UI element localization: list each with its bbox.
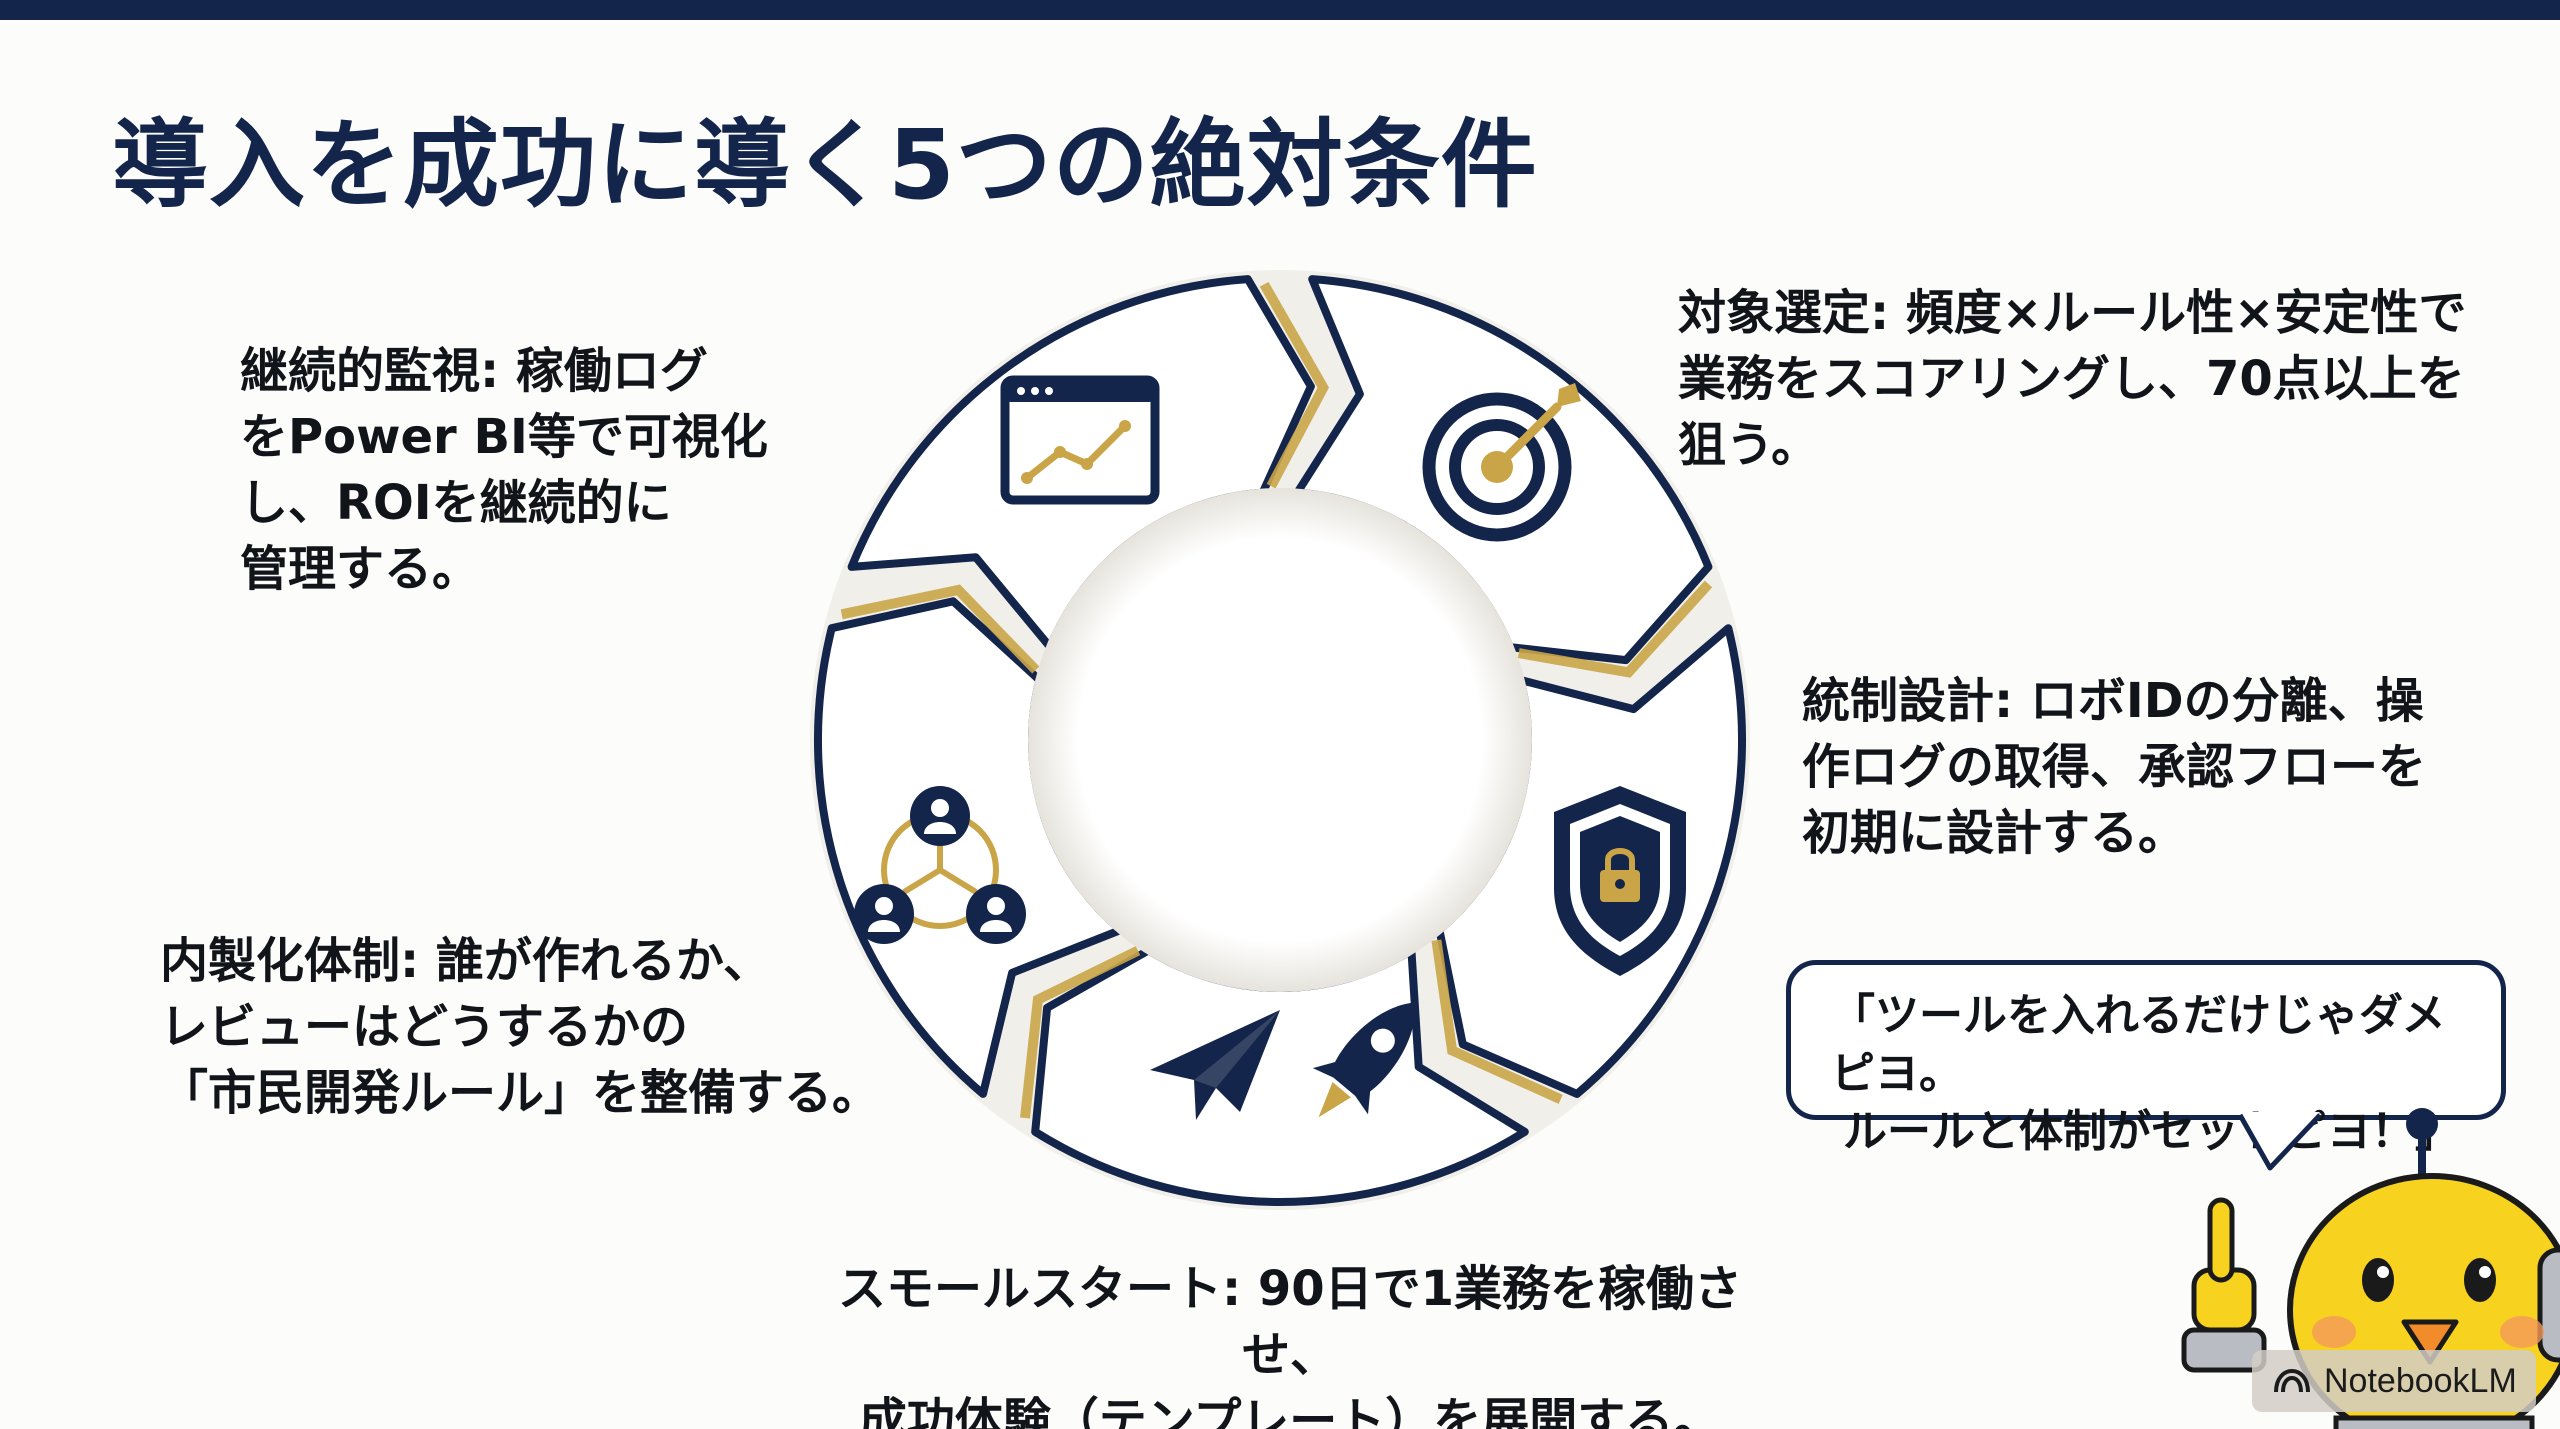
speech-bubble-tail <box>2240 1112 2320 1171</box>
speech-bubble-line-2: ルールと体制がセットピヨ！」 <box>1843 1106 2459 1157</box>
notebooklm-label: NotebookLM <box>2324 1361 2517 1400</box>
callout-small-start: スモールスタート: 90日で1業務を稼働させ、 成功体験（テンプレート）を展開す… <box>837 1261 1743 1429</box>
callout-governance: 統制設計: ロボIDの分離、操 作ログの取得、承認フローを 初期に設計する。 <box>1802 673 2427 861</box>
callout-target-selection: 対象選定: 頻度×ルール性×安定性で 業務をスコアリングし、70点以上を 狙う。 <box>1678 285 2467 473</box>
gold-separator <box>1020 946 1141 1119</box>
dashboard-chart-icon <box>1000 375 1160 505</box>
callout-inhouse-team: 内製化体制: 誰が作れるか、 レビューはどうするかの 「市民開発ルール」を整備す… <box>160 933 881 1121</box>
gold-separator <box>1259 281 1330 489</box>
shield-lock-icon <box>1554 786 1686 976</box>
paper-plane-rocket-icon <box>1150 1002 1416 1120</box>
slide-title: 導入を成功に導く5つの絶対条件 <box>112 109 1538 221</box>
speech-bubble: 「ツールを入れるだけじゃダメピヨ。 ルールと体制がセットピヨ！」 <box>1786 960 2506 1157</box>
gold-separators <box>840 281 1713 1119</box>
ring-center <box>1028 488 1532 992</box>
gold-separator <box>840 584 1040 674</box>
notebooklm-icon <box>2274 1368 2310 1393</box>
target-icon <box>1422 383 1581 542</box>
gold-separator <box>1517 580 1713 678</box>
gold-separator <box>1431 939 1563 1104</box>
top-accent-bar <box>0 0 2560 20</box>
speech-bubble-line-1: 「ツールを入れるだけじゃダメピヨ。 <box>1831 990 2446 1099</box>
notebooklm-watermark: NotebookLM <box>2252 1350 2536 1412</box>
cycle-diagram <box>810 270 1750 1210</box>
team-network-icon <box>854 786 1026 944</box>
callout-monitoring: 継続的監視: 稼働ログ をPower BI等で可視化 し、ROIを継続的に 管理… <box>240 343 768 597</box>
